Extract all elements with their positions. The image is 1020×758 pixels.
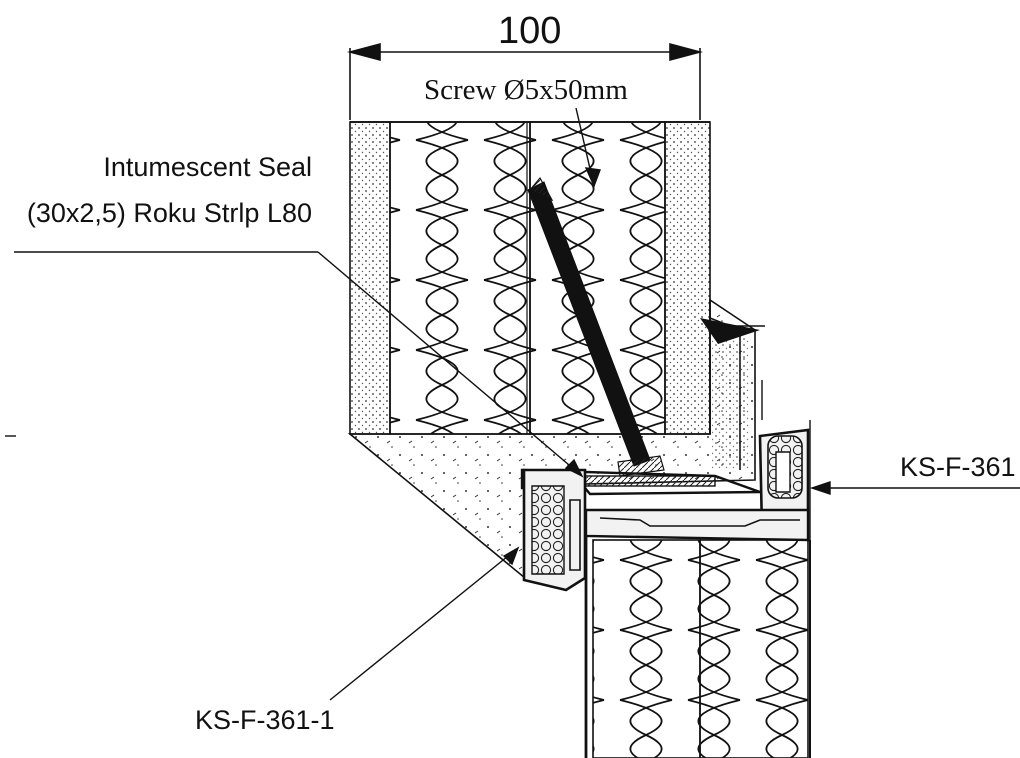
dimension-value: 100 [498,10,562,52]
lower-frame [584,508,811,758]
gasket-right-label: KS-F-361 [900,452,1016,482]
leader-lines [5,107,1020,701]
seal-label-line1: Intumescent Seal [103,152,312,182]
gasket-left [522,468,587,592]
seal-label-line2: (30x2,5) Roku Strlp L80 [26,198,312,228]
upper-frame [349,121,711,435]
dimension-100 [346,42,704,120]
gasket-left-label: KS-F-361-1 [195,705,335,735]
screw-label: Screw Ø5x50mm [424,74,628,106]
screw [527,176,665,477]
